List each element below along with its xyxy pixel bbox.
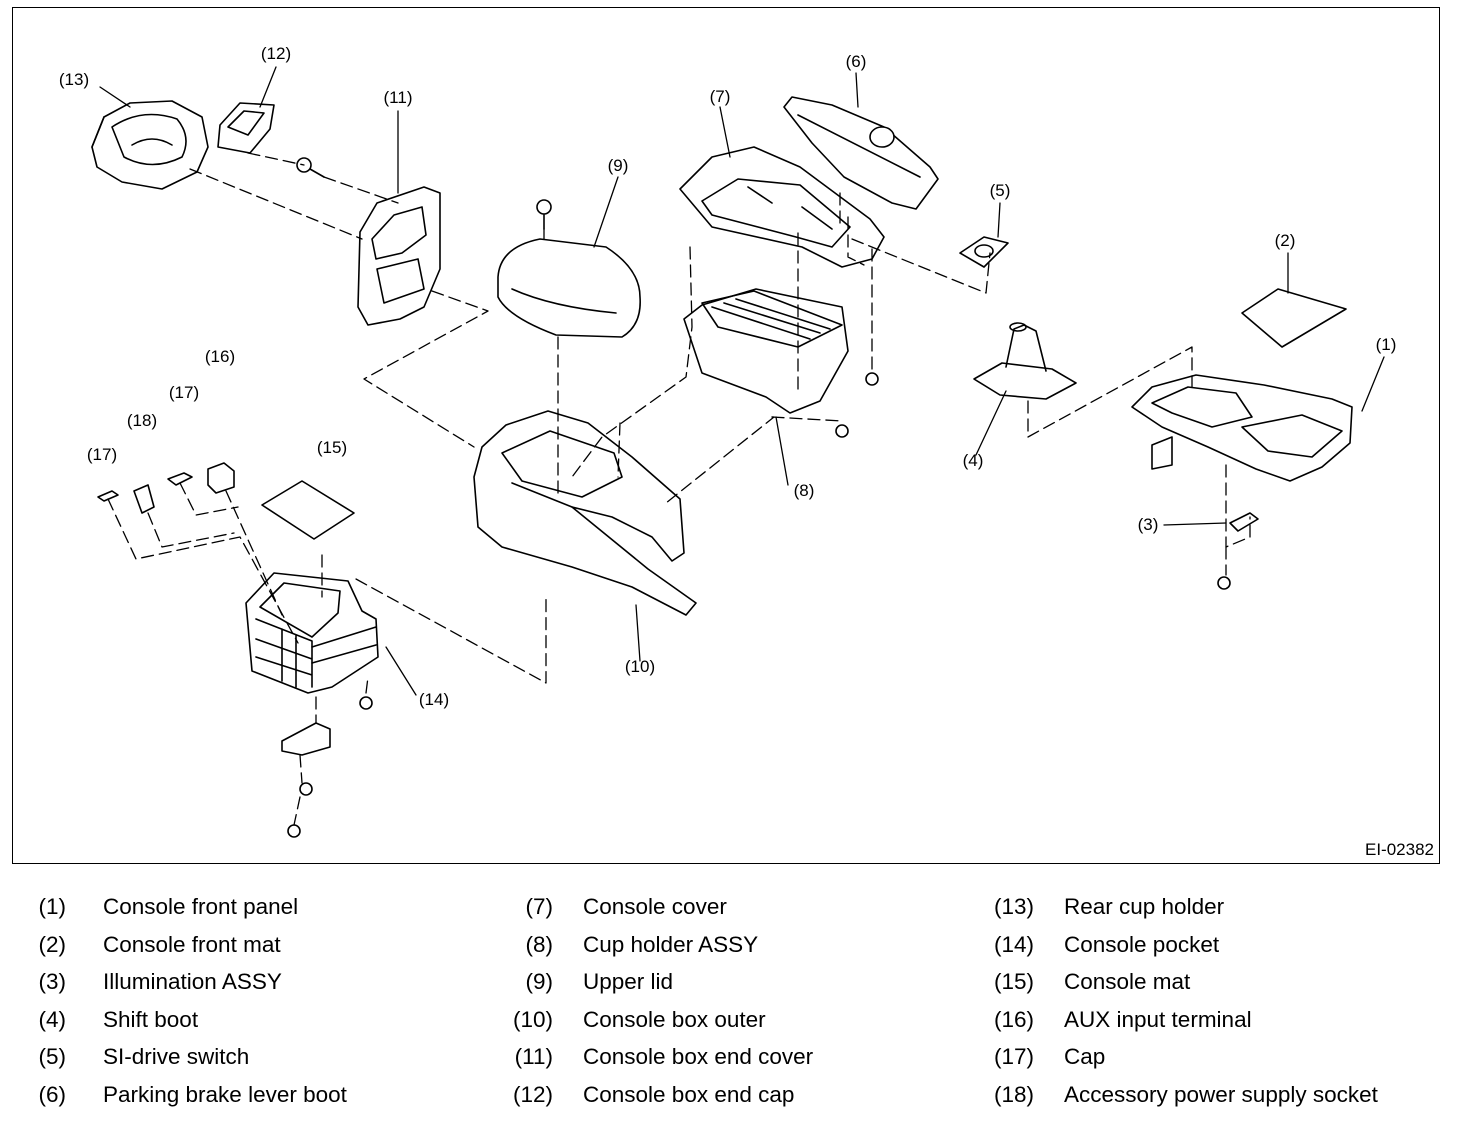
callout-15: (15) bbox=[316, 438, 348, 457]
callout-11: (11) bbox=[383, 88, 413, 107]
accessory-power-supply-socket-part bbox=[133, 484, 155, 514]
callout-6: (6) bbox=[845, 52, 867, 71]
cup-holder-assy-part bbox=[683, 288, 879, 438]
upper-lid-part bbox=[497, 199, 641, 338]
legend-num: (10) bbox=[512, 1006, 553, 1032]
legend-num: (16) bbox=[993, 1006, 1034, 1032]
legend-num: (7) bbox=[525, 894, 554, 919]
callout-17b: (17) bbox=[86, 445, 118, 464]
legend-name: Cup holder ASSY bbox=[583, 931, 759, 957]
legend-num: (5) bbox=[38, 1044, 67, 1069]
legend-num: (8) bbox=[525, 931, 554, 957]
screw-part bbox=[296, 157, 325, 178]
bracket-part bbox=[281, 722, 331, 838]
legend-num: (9) bbox=[525, 969, 554, 994]
callout-13: (13) bbox=[58, 70, 90, 89]
legend-num: (3) bbox=[38, 969, 67, 994]
legend-num: (14) bbox=[993, 931, 1034, 957]
callout-10: (10) bbox=[624, 657, 656, 676]
legend-name: SI-drive switch bbox=[103, 1044, 250, 1069]
rear-cup-holder-part bbox=[91, 100, 209, 190]
legend-name: Upper lid bbox=[583, 969, 674, 994]
legend-name: Console front panel bbox=[103, 894, 299, 919]
legend-name: Console front mat bbox=[103, 931, 281, 957]
legend-name: Accessory power supply socket bbox=[1064, 1081, 1378, 1107]
callout-8: (8) bbox=[793, 481, 815, 500]
callout-5: (5) bbox=[989, 181, 1011, 200]
legend-num: (4) bbox=[38, 1006, 67, 1032]
callout-2: (2) bbox=[1274, 231, 1296, 250]
legend-num: (1) bbox=[38, 894, 67, 919]
callout-12: (12) bbox=[260, 44, 292, 63]
console-front-panel-part bbox=[1131, 374, 1353, 482]
legend-name: Shift boot bbox=[103, 1006, 199, 1032]
legend-name: Console pocket bbox=[1064, 931, 1220, 957]
legend-name: Illumination ASSY bbox=[103, 969, 282, 994]
console-box-outer-part bbox=[473, 410, 697, 616]
illumination-assy-part bbox=[1217, 512, 1259, 590]
console-front-mat-part bbox=[1241, 288, 1347, 348]
legend-name: Cap bbox=[1064, 1044, 1106, 1069]
callout-3: (3) bbox=[1137, 515, 1159, 534]
legend-num: (15) bbox=[993, 969, 1034, 994]
callout-1: (1) bbox=[1375, 335, 1397, 354]
aux-input-terminal-part bbox=[207, 462, 235, 494]
callout-4: (4) bbox=[962, 451, 984, 470]
parking-brake-lever-boot-part bbox=[783, 96, 939, 210]
legend-name: Console mat bbox=[1064, 969, 1191, 994]
legend-num: (11) bbox=[514, 1044, 553, 1069]
cap-part bbox=[97, 472, 193, 502]
console-pocket-part bbox=[245, 572, 379, 710]
callout-14: (14) bbox=[418, 690, 450, 709]
legend-name: AUX input terminal bbox=[1064, 1006, 1252, 1032]
legend-name: Console box end cover bbox=[583, 1044, 814, 1069]
diagram-frame bbox=[12, 7, 1440, 864]
legend-num: (2) bbox=[38, 931, 67, 957]
callout-17a: (17) bbox=[168, 383, 200, 402]
legend-num: (13) bbox=[993, 894, 1034, 919]
legend-num: (17) bbox=[993, 1044, 1034, 1069]
console-mat-part bbox=[261, 480, 355, 540]
legend-name: Console cover bbox=[583, 894, 727, 919]
callout-9: (9) bbox=[607, 156, 629, 175]
legend-name: Rear cup holder bbox=[1064, 894, 1225, 919]
legend-num: (18) bbox=[993, 1081, 1034, 1107]
console-box-end-cover-part bbox=[357, 186, 441, 326]
legend-num: (12) bbox=[512, 1081, 553, 1107]
legend-name: Console box outer bbox=[583, 1006, 766, 1032]
legend-num: (6) bbox=[38, 1081, 67, 1107]
figure-id: EI-02382 bbox=[1365, 840, 1434, 859]
callout-16: (16) bbox=[204, 347, 236, 366]
console-cover-part bbox=[679, 146, 885, 268]
console-box-end-cap-part bbox=[217, 102, 275, 154]
shift-boot-part bbox=[973, 322, 1077, 400]
si-drive-switch-part bbox=[959, 236, 1009, 268]
callout-18: (18) bbox=[126, 411, 158, 430]
legend-name: Console box end cap bbox=[583, 1081, 795, 1107]
callout-7: (7) bbox=[709, 87, 731, 106]
exploded-parts-diagram bbox=[91, 66, 1385, 838]
legend-name: Parking brake lever boot bbox=[103, 1081, 347, 1107]
